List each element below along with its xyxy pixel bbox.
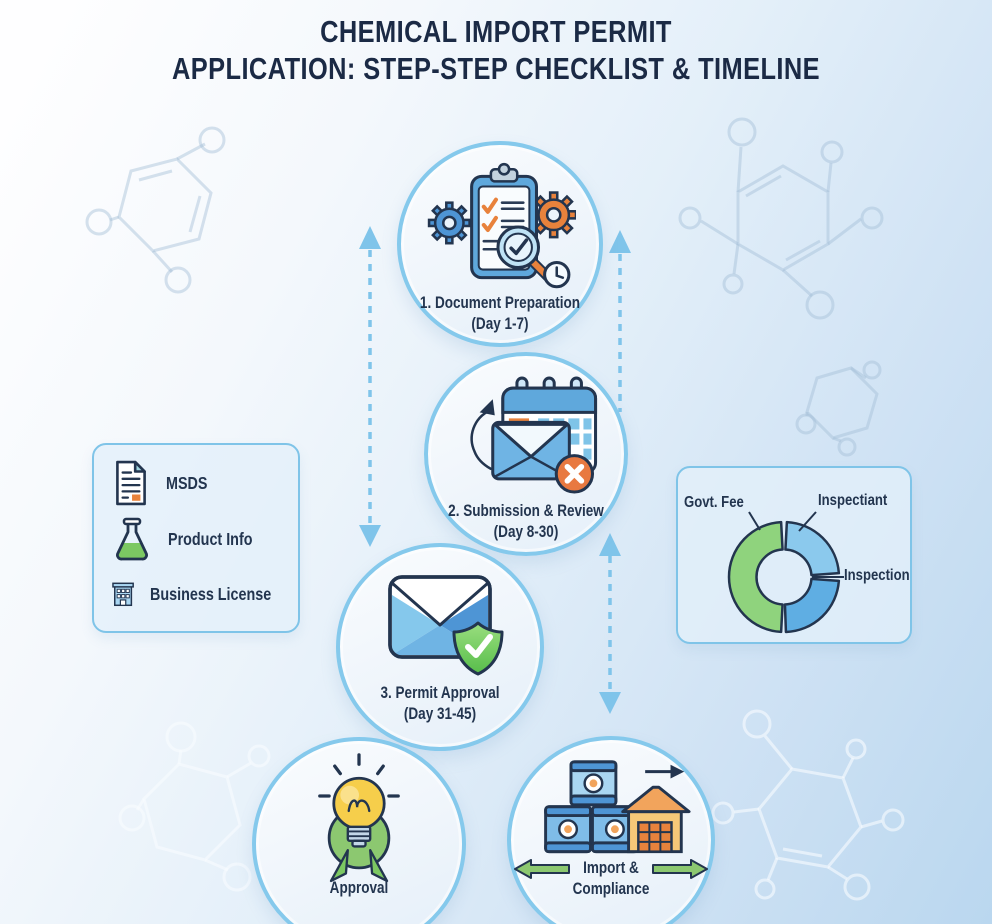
fees-donut-chart — [727, 511, 844, 634]
page-title: CHEMICAL IMPORT PERMIT APPLICATION: STEP… — [0, 13, 992, 87]
doc-label-product-info: Product Info — [168, 528, 253, 549]
donut-segment-inspection — [783, 577, 841, 634]
envelope-shield-check-icon — [388, 575, 504, 676]
business-building-icon — [112, 582, 134, 607]
molecule-decoration-top-right — [678, 117, 884, 320]
green-arrow-left-icon — [514, 858, 571, 879]
required-documents-panel: MSDS Product Info Business License — [92, 443, 300, 633]
molecule-decoration-top-left — [85, 126, 226, 294]
clipboard-checklist-icon — [427, 162, 576, 289]
fee-label-govt-fee: Govt. Fee — [684, 494, 744, 511]
green-arrow-right-icon — [651, 858, 708, 879]
step-node-submission-review: 2. Submission & Review (Day 8-30) — [424, 352, 628, 556]
import-label-line1: Import & — [583, 859, 639, 877]
step-node-approval: Approval — [252, 737, 466, 924]
doc-row-product-info: Product Info — [110, 516, 298, 562]
dashed-double-arrow-left — [359, 226, 381, 547]
step3-days: (Day 31-45) — [403, 705, 477, 723]
fee-label-inspectiant: Inspectiant — [818, 492, 888, 509]
donut-segment-govt-fee — [727, 520, 784, 634]
doc-label-business-license: Business License — [150, 583, 272, 604]
molecule-decoration-bottom-left — [118, 721, 271, 892]
molecule-decoration-bottom-right — [711, 709, 905, 901]
step-node-import-compliance: Import & Compliance — [507, 736, 715, 924]
title-line2: APPLICATION: STEP-STEP CHECKLIST & TIMEL… — [172, 51, 820, 86]
step2-days: (Day 8-30) — [493, 523, 559, 541]
molecule-decoration-right — [795, 360, 882, 457]
doc-row-msds: MSDS — [110, 460, 298, 506]
barrels-warehouse-icon — [544, 760, 691, 854]
donut-segment-inspectiant — [784, 520, 841, 577]
callout-lines — [748, 511, 844, 578]
dashed-up-arrow-right — [609, 230, 631, 412]
step2-label: 2. Submission & Review — [448, 502, 604, 520]
product-flask-icon — [116, 517, 148, 561]
lightbulb-ribbon-icon — [318, 753, 400, 883]
step3-label: 3. Permit Approval — [380, 684, 500, 702]
fees-breakdown-panel: Govt. Fee Inspectiant Inspection — [676, 466, 912, 644]
doc-row-business-license: Business License — [110, 572, 298, 616]
doc-label-msds: MSDS — [166, 472, 208, 493]
import-label-line2: Compliance — [572, 880, 650, 898]
dashed-double-arrow-lower — [599, 533, 621, 714]
step-node-permit-approval: 3. Permit Approval (Day 31-45) — [336, 543, 544, 751]
step-node-document-preparation: 1. Document Preparation (Day 1-7) — [397, 141, 603, 347]
title-line1: CHEMICAL IMPORT PERMIT — [320, 14, 672, 49]
step1-days: (Day 1-7) — [471, 315, 529, 333]
msds-document-icon — [116, 460, 146, 506]
calendar-envelope-icon — [470, 376, 598, 494]
fee-label-inspection: Inspection — [844, 567, 910, 584]
approval-label: Approval — [329, 879, 389, 897]
step1-label: 1. Document Preparation — [419, 294, 581, 312]
